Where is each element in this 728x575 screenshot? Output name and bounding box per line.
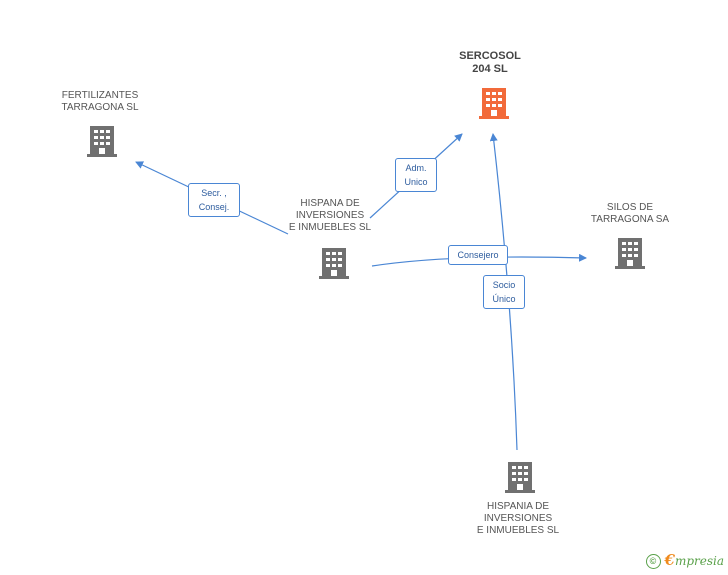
building-icon-silos[interactable]: [614, 236, 646, 270]
edge-label-adm-unico[interactable]: Adm. Unico: [395, 158, 437, 192]
building-icon-fertilizantes[interactable]: [86, 124, 118, 158]
building-icon-sercosol[interactable]: [478, 86, 510, 120]
building-icon-hispania[interactable]: [504, 460, 536, 494]
node-label-hispana: HISPANA DE INVERSIONES E INMUEBLES SL: [288, 198, 372, 233]
node-label-fertilizantes: FERTILIZANTES TARRAGONA SL: [61, 90, 139, 113]
building-icon-hispana[interactable]: [318, 246, 350, 280]
edge-label-socio-unico[interactable]: Socio Único: [483, 275, 525, 309]
empresia-watermark: ©€mpresia: [645, 550, 724, 569]
brand-e-letter: €: [664, 550, 675, 569]
node-label-hispania: HISPANIA DE INVERSIONES E INMUEBLES SL: [476, 501, 560, 536]
node-label-sercosol: SERCOSOL 204 SL: [459, 50, 521, 75]
edge-label-consejero[interactable]: Consejero: [448, 245, 508, 265]
node-label-silos: SILOS DE TARRAGONA SA: [590, 202, 670, 225]
copyright-icon: ©: [645, 554, 661, 569]
brand-name: mpresia: [674, 553, 724, 568]
edge-label-secr-consej[interactable]: Secr. , Consej.: [188, 183, 240, 217]
